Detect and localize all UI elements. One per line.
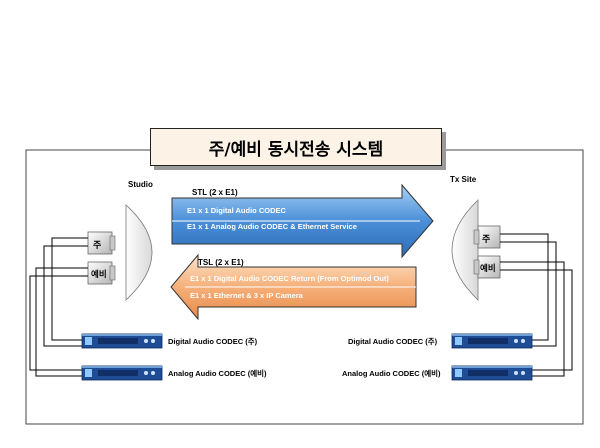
tx-backup-unit — [473, 255, 501, 279]
tx-dish-icon — [451, 199, 479, 301]
studio-label: Studio — [128, 180, 153, 189]
tx-digital-codec-unit — [451, 333, 533, 349]
page-title: 주/예비 동시전송 시스템 — [150, 128, 442, 166]
tx-backup-label: 예비 — [480, 263, 496, 273]
studio-dish-icon — [125, 204, 153, 301]
stl-link-label: STL (2 x E1) — [192, 188, 238, 197]
tx-primary-unit — [473, 225, 501, 249]
studio-backup-label: 예비 — [91, 269, 107, 279]
studio-digital-codec-unit — [81, 333, 163, 349]
studio-primary-unit — [87, 231, 116, 255]
tx-wiring — [500, 233, 573, 377]
tx-primary-label: 주 — [482, 234, 491, 244]
tx-site-label: Tx Site — [450, 175, 477, 184]
studio-digital-codec-label: Digital Audio CODEC (주) — [168, 337, 258, 346]
tsl-line-2: E1 x 1 Ethernet & 3 x IP Camera — [190, 291, 303, 300]
stl-line-1: E1 x 1 Digital Audio CODEC — [187, 206, 286, 215]
tsl-link-label: TSL (2 x E1) — [198, 258, 244, 267]
studio-wiring — [29, 237, 88, 377]
tx-analog-codec-unit — [451, 365, 533, 381]
studio-primary-label: 주 — [93, 240, 102, 250]
tx-digital-codec-label: Digital Audio CODEC (주) — [348, 337, 438, 346]
tx-analog-codec-label: Analog Audio CODEC (예비) — [342, 369, 441, 378]
tsl-line-1: E1 x 1 Digital Audio CODEC Return (From … — [190, 274, 389, 283]
studio-analog-codec-label: Analog Audio CODEC (예비) — [168, 369, 267, 378]
studio-analog-codec-unit — [81, 365, 163, 381]
stl-line-2: E1 x 1 Analog Audio CODEC & Ethernet Ser… — [187, 222, 357, 231]
studio-backup-unit — [87, 261, 116, 285]
